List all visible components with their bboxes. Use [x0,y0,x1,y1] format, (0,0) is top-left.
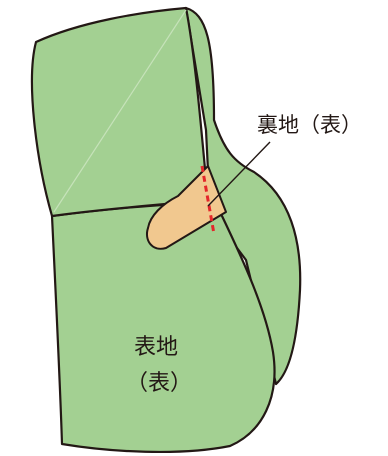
outer-label-line2: （表） [126,371,192,396]
stitch-line [200,165,216,235]
lining-label: 裏地（表） [257,113,362,137]
hood-seam-line [53,9,187,213]
lining-leader-line [207,141,271,207]
lining-back-panel [184,6,302,386]
outer-label-line1: 表地 [134,335,178,360]
